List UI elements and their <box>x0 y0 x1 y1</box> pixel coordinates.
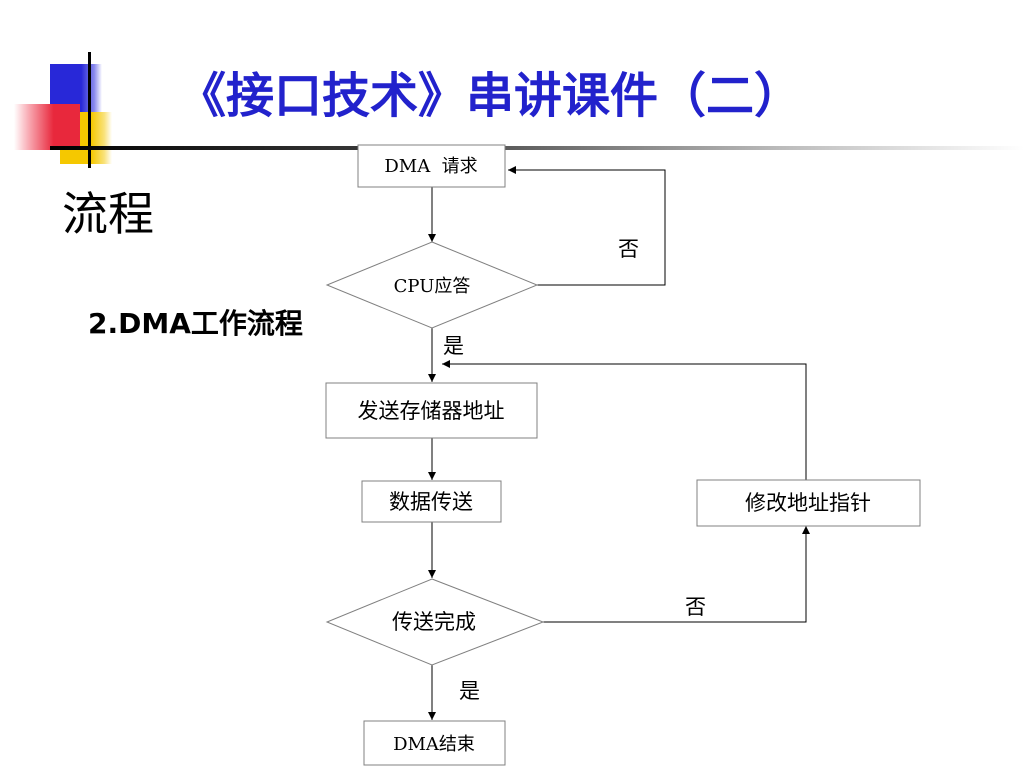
flowchart-connectors <box>428 166 810 720</box>
node-modify-pointer-label: 修改地址指针 <box>745 491 871 515</box>
section-heading: 流程 <box>62 187 154 241</box>
node-dma-end-label: DMA结束 <box>393 734 475 755</box>
deco-vertical-line <box>88 52 91 168</box>
node-modify-pointer-box <box>696 479 921 527</box>
title-divider <box>50 146 1024 150</box>
node-send-address-label: 发送存储器地址 <box>358 399 505 423</box>
edge-label-transfer-done-yes: 是 <box>459 679 480 703</box>
node-dma-end-box <box>363 720 506 766</box>
subheading: 2.DMA工作流程 <box>88 307 303 340</box>
slide-title: 《接口技术》串讲课件（二） <box>178 68 803 124</box>
node-transfer-done-diamond <box>325 578 545 666</box>
node-cpu-ack-label: CPU应答 <box>394 276 471 297</box>
node-data-transfer-label: 数据传送 <box>389 490 473 514</box>
edge-modify-pointer-to-send-address <box>442 360 807 480</box>
edge-transfer-done-no-to-modify-pointer <box>543 526 810 623</box>
node-data-transfer-box <box>361 480 502 523</box>
node-dma-request-label: DMA 请求 <box>384 156 477 177</box>
edge-cpu-ack-no-to-dma-request <box>508 166 666 286</box>
edge-label-cpu-ack-no: 否 <box>618 237 639 261</box>
node-cpu-ack-diamond <box>325 241 539 329</box>
node-send-address-box <box>325 382 538 439</box>
edge-label-transfer-done-no: 否 <box>685 595 706 619</box>
node-dma-request-box <box>357 144 506 188</box>
node-transfer-done-label: 传送完成 <box>392 610 476 634</box>
deco-red-square <box>14 104 80 150</box>
edge-label-cpu-ack-yes: 是 <box>443 334 464 358</box>
